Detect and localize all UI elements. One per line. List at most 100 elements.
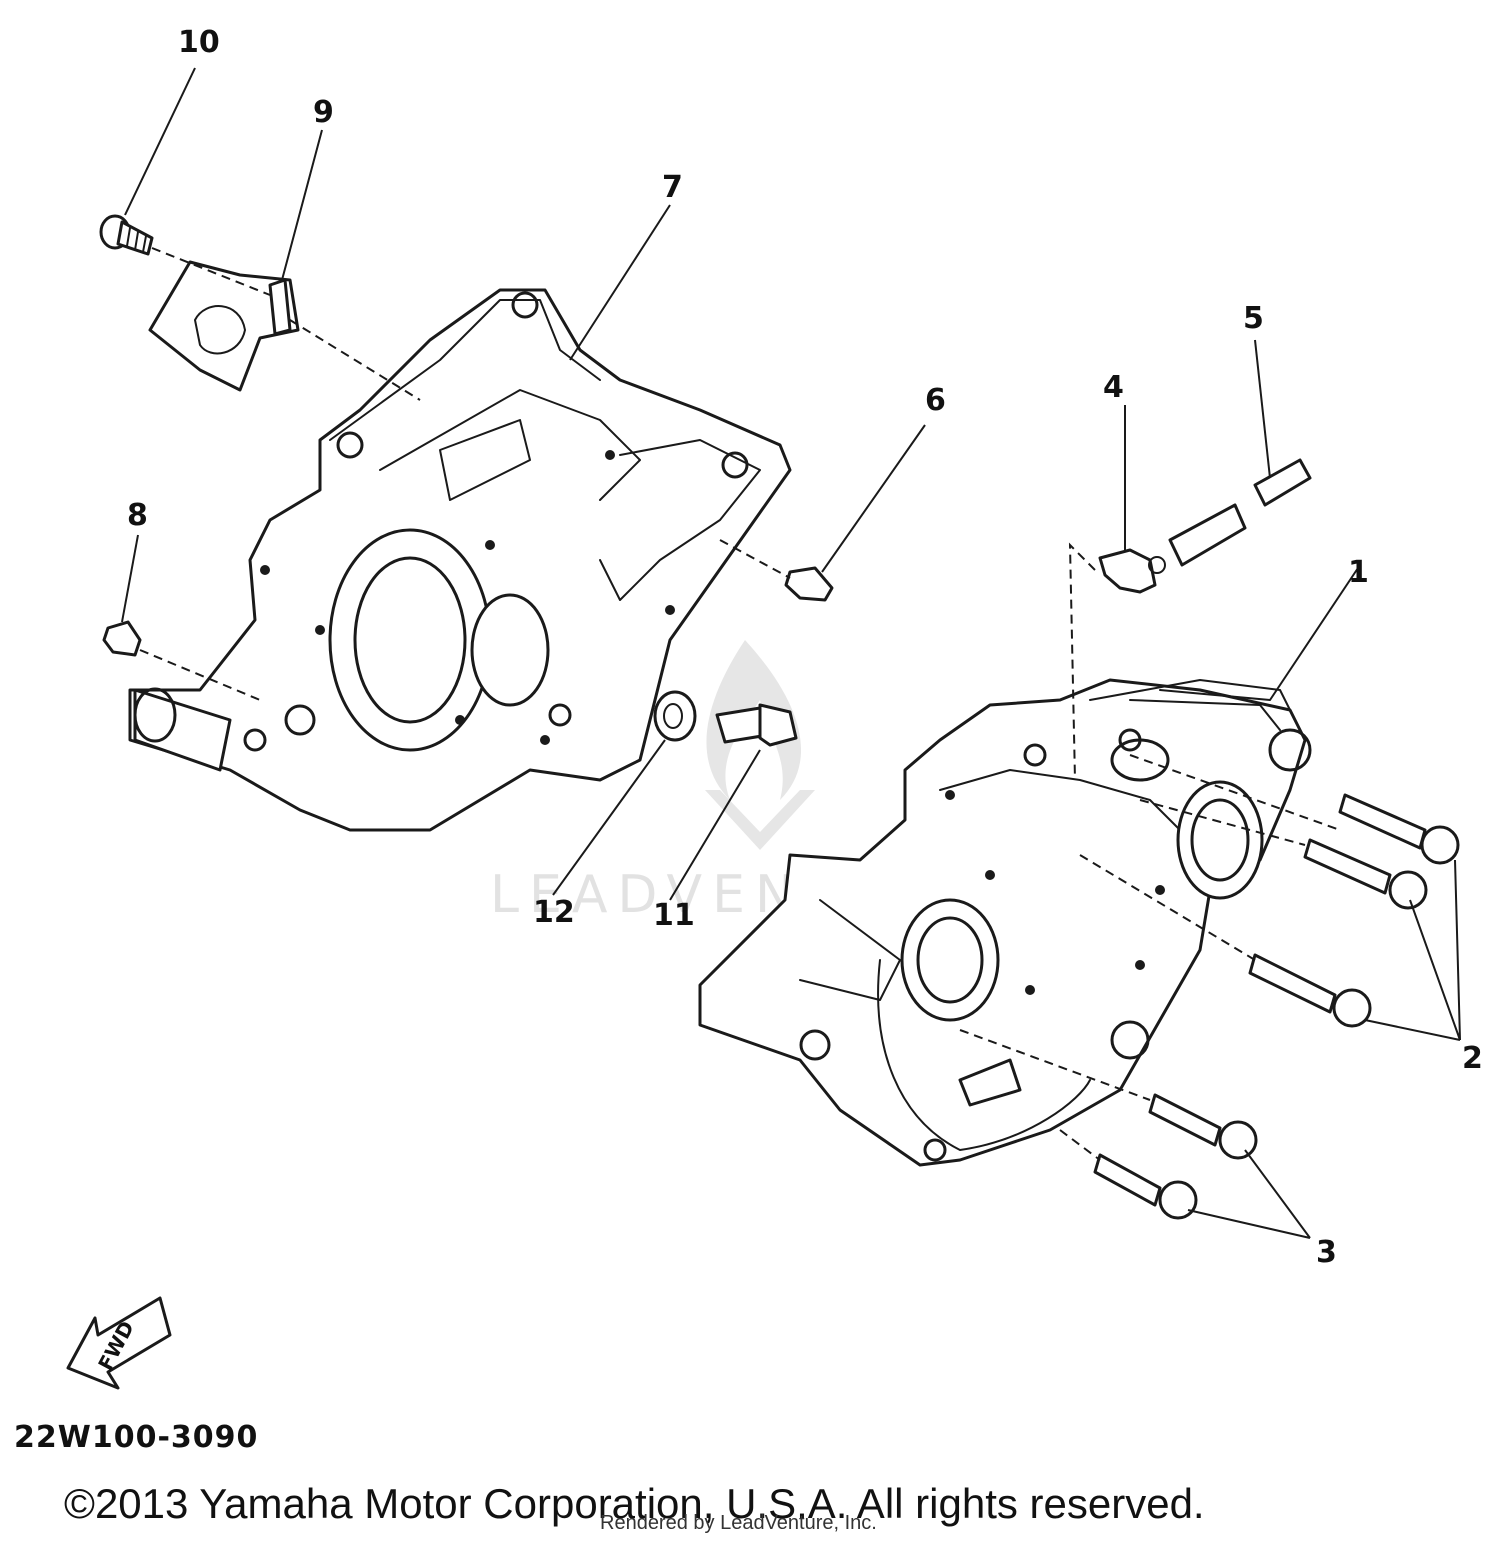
callout-9: 9 bbox=[313, 95, 334, 130]
bolt-hole-icon bbox=[1135, 960, 1145, 970]
leader-lines bbox=[121, 67, 1461, 1239]
callout-6: 6 bbox=[925, 383, 946, 418]
mount-hole-icon bbox=[923, 1138, 947, 1162]
assembly-line bbox=[139, 649, 261, 701]
forward-arrow-icon bbox=[66, 1296, 172, 1390]
callout-5: 5 bbox=[1243, 301, 1264, 336]
crankcase-right bbox=[698, 678, 1312, 1167]
crankcase-left-bore-inner bbox=[353, 556, 467, 724]
bolt-2c-shank bbox=[1248, 953, 1337, 1014]
crankcase-left-shaft-hole bbox=[133, 687, 177, 743]
bolt-3b-head bbox=[1158, 1180, 1198, 1220]
callout-12: 12 bbox=[533, 895, 575, 930]
mount-hole-icon bbox=[1023, 743, 1047, 767]
dowel-body bbox=[784, 566, 834, 602]
bolt-2b-head bbox=[1388, 870, 1428, 910]
part-3-bolts bbox=[1093, 1093, 1258, 1220]
plate-tab bbox=[268, 278, 292, 336]
crankcase-right-body bbox=[698, 678, 1307, 1167]
assembly-line bbox=[151, 247, 271, 296]
callout-2: 2 bbox=[1462, 1041, 1483, 1076]
callout-8: 8 bbox=[127, 498, 148, 533]
plug-body bbox=[102, 620, 142, 657]
bolt-hole-icon bbox=[455, 715, 465, 725]
leader-line bbox=[569, 204, 671, 361]
crankcase-left bbox=[128, 288, 792, 832]
crankcase-left-boss bbox=[439, 419, 531, 501]
leader-line bbox=[821, 424, 926, 573]
mount-hole-icon bbox=[284, 704, 316, 736]
crankcase-left-gasket-edge bbox=[329, 299, 601, 441]
bolt-hole-icon bbox=[315, 625, 325, 635]
bolt-hole-icon bbox=[665, 605, 675, 615]
bolt-2c-head bbox=[1332, 988, 1372, 1028]
callout-10: 10 bbox=[178, 25, 220, 60]
part-4-fitting bbox=[1098, 548, 1166, 594]
assembly-line bbox=[1068, 542, 1096, 781]
leader-line bbox=[1187, 1149, 1311, 1239]
part-5-hose bbox=[1168, 458, 1312, 567]
assembly-lines bbox=[139, 247, 1341, 1161]
bolt-3a-shank bbox=[1148, 1093, 1222, 1147]
watermark-logo-icon bbox=[706, 640, 802, 800]
mount-hole-icon bbox=[243, 728, 267, 752]
fitting-body bbox=[1098, 548, 1157, 594]
part-8-plug bbox=[102, 620, 142, 657]
forward-arrow: FWD bbox=[66, 1296, 172, 1390]
crankcase-right-upper-bore-inner bbox=[1190, 798, 1250, 882]
leader-line bbox=[1254, 339, 1271, 479]
bolt-head bbox=[758, 703, 798, 747]
mount-hole-icon bbox=[548, 703, 572, 727]
mount-hole-icon bbox=[1268, 728, 1312, 772]
leader-line bbox=[121, 534, 139, 623]
mount-hole-icon bbox=[511, 291, 539, 319]
crankcase-right-ridge bbox=[939, 769, 1191, 841]
assembly-line bbox=[959, 1029, 1151, 1101]
screw-thread bbox=[126, 227, 147, 253]
part-12-washer bbox=[653, 690, 697, 742]
watermark-chevron-icon bbox=[705, 790, 815, 850]
callout-11: 11 bbox=[653, 898, 695, 933]
bolt-hole-icon bbox=[1025, 985, 1035, 995]
bolt-hole-icon bbox=[485, 540, 495, 550]
mount-hole-icon bbox=[799, 1029, 831, 1061]
callout-labels: 1 2 3 4 5 6 7 8 9 10 11 12 bbox=[127, 25, 1483, 1270]
bolt-3b-shank bbox=[1093, 1153, 1162, 1207]
fitting-port bbox=[1148, 556, 1166, 574]
bolt-hole-icon bbox=[605, 450, 615, 460]
crankcase-left-secondary-bore bbox=[470, 593, 550, 707]
leader-line bbox=[281, 129, 323, 281]
leader-line bbox=[669, 749, 761, 901]
callout-4: 4 bbox=[1103, 370, 1124, 405]
hose-segment bbox=[1168, 503, 1247, 567]
bolt-hole-icon bbox=[945, 790, 955, 800]
assembly-line bbox=[1139, 799, 1306, 846]
bolt-2b-shank bbox=[1303, 838, 1392, 895]
callout-7: 7 bbox=[662, 170, 683, 205]
assembly-line bbox=[289, 319, 421, 401]
callout-1: 1 bbox=[1348, 555, 1369, 590]
leader-line bbox=[1364, 859, 1461, 1041]
part-11-bolt bbox=[715, 703, 798, 747]
copyright-notice: ©2013 Yamaha Motor Corporation, U.S.A. A… bbox=[64, 1480, 1205, 1527]
leader-line bbox=[124, 67, 196, 216]
mount-hole-icon bbox=[1110, 1020, 1150, 1060]
render-credit: Rendered by LeadVenture, Inc. bbox=[600, 1512, 877, 1534]
crankcase-right-main-bore-inner bbox=[916, 916, 984, 1004]
assembly-line bbox=[1059, 1129, 1101, 1161]
crankcase-right-gasket-edge bbox=[877, 959, 1091, 1151]
bolt-2a-shank bbox=[1338, 793, 1427, 850]
callout-3: 3 bbox=[1316, 1235, 1337, 1270]
part-10-screw bbox=[99, 214, 154, 256]
bolt-hole-icon bbox=[1155, 885, 1165, 895]
bolt-hole-icon bbox=[985, 870, 995, 880]
mount-hole-icon bbox=[1118, 728, 1142, 752]
crankcase-left-rib bbox=[599, 439, 761, 601]
mount-hole-icon bbox=[721, 451, 749, 479]
crankcase-right-fins bbox=[1129, 699, 1281, 731]
tube-segment bbox=[1253, 458, 1312, 507]
plate-body bbox=[148, 260, 300, 392]
bolt-hole-icon bbox=[540, 735, 550, 745]
